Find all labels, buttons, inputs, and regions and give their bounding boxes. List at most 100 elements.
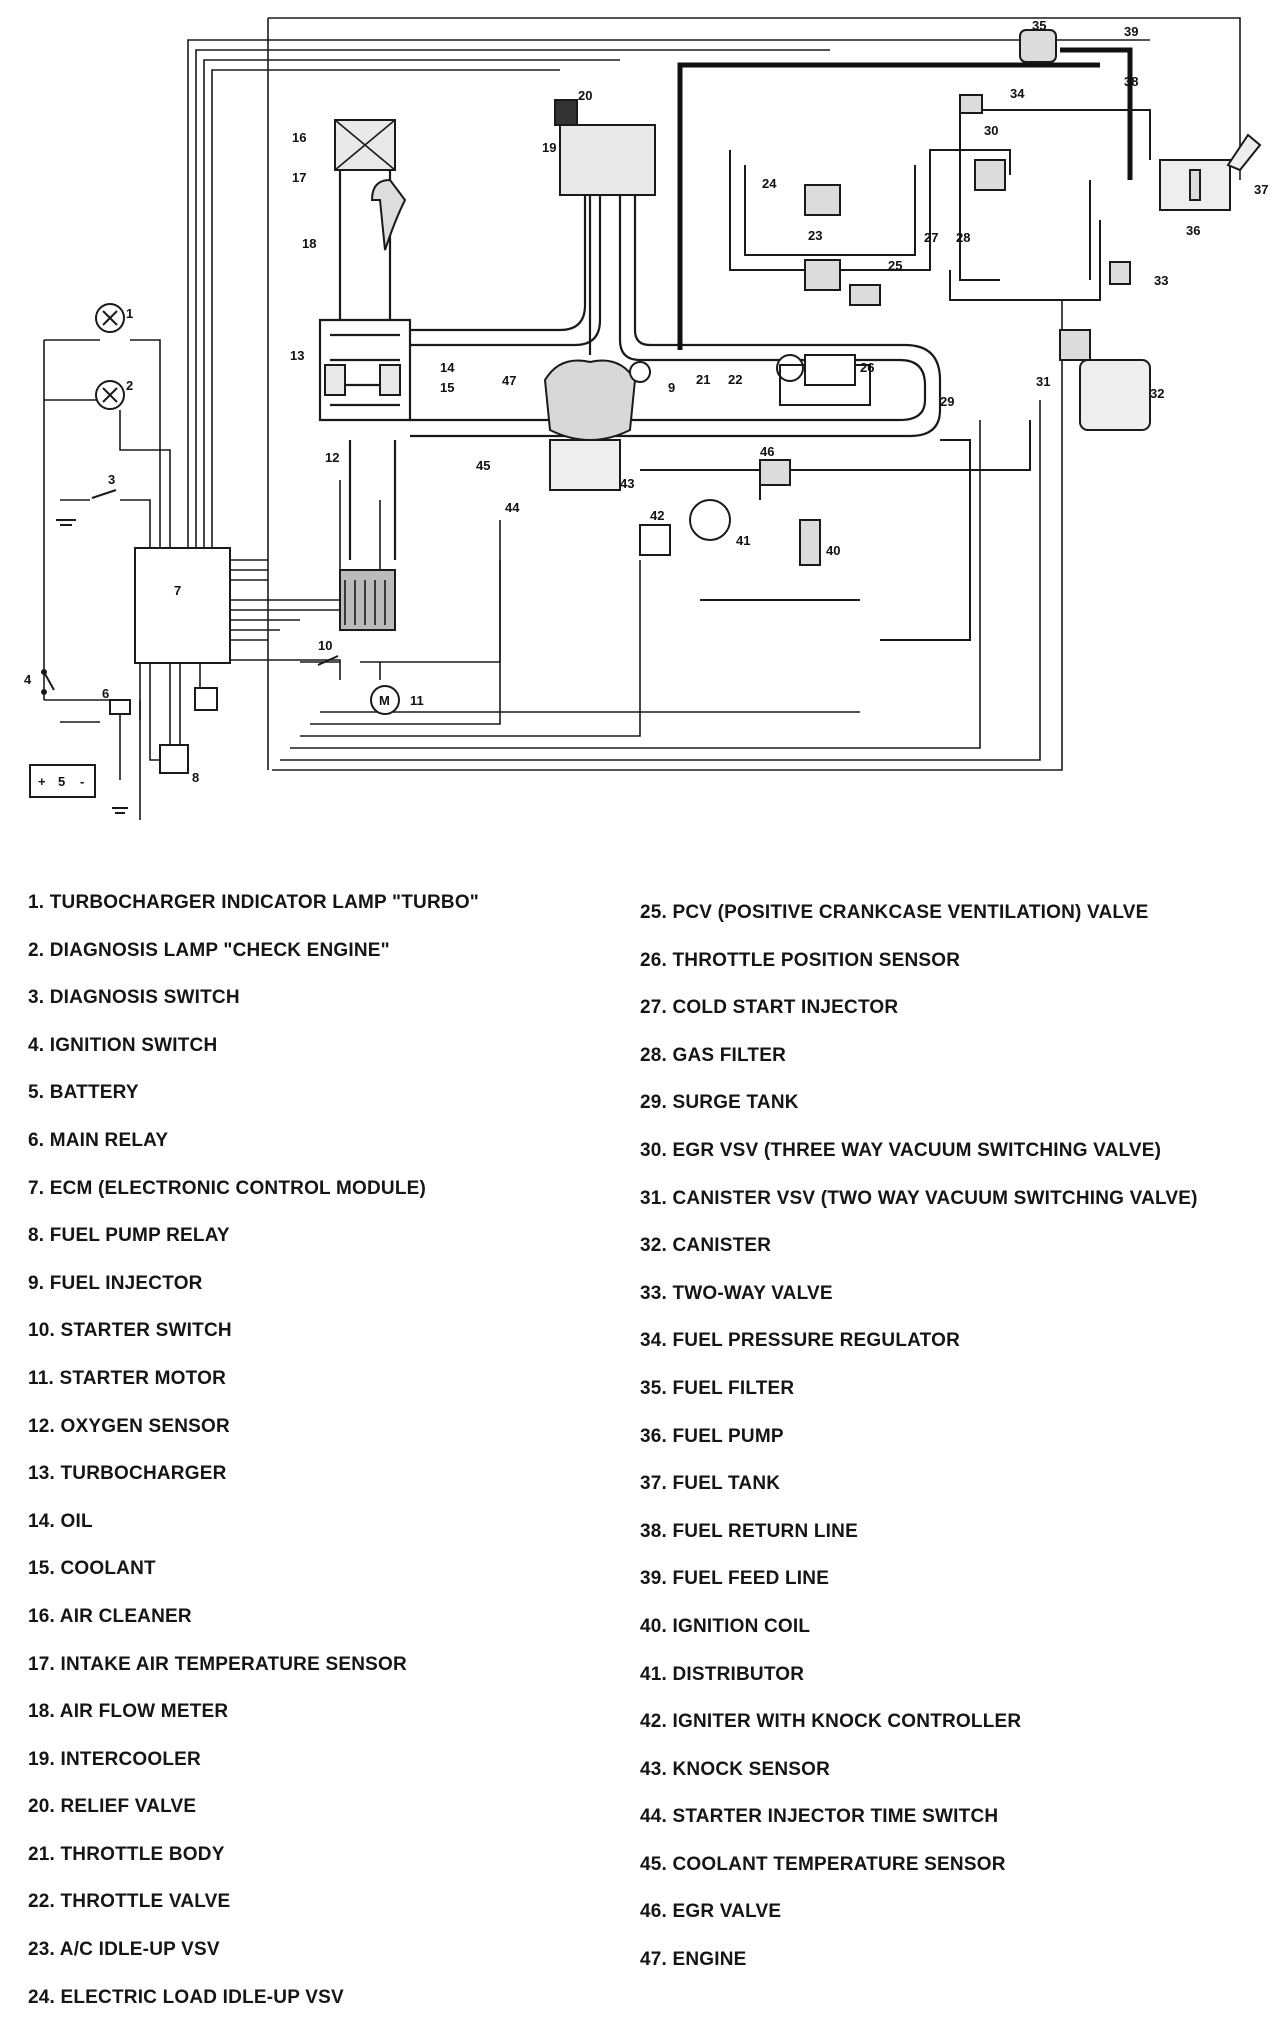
callout-25: 25 xyxy=(888,258,902,273)
legend-item: 31. CANISTER VSV (TWO WAY VACUUM SWITCHI… xyxy=(640,1187,1198,1209)
callout-18: 18 xyxy=(302,236,316,251)
legend-item: 5. BATTERY xyxy=(28,1082,139,1104)
callout-41: 41 xyxy=(736,533,750,548)
callout-44: 44 xyxy=(505,500,520,515)
legend-item: 15. COOLANT xyxy=(28,1558,156,1580)
legend-item: 42. IGNITER WITH KNOCK CONTROLLER xyxy=(640,1711,1022,1733)
callout-15: 15 xyxy=(440,380,454,395)
callout-35: 35 xyxy=(1032,18,1046,33)
callout-47: 47 xyxy=(502,373,516,388)
legend-item: 6. MAIN RELAY xyxy=(28,1129,169,1151)
legend-item: 20. RELIEF VALVE xyxy=(28,1796,197,1818)
legend-item: 39. FUEL FEED LINE xyxy=(640,1568,830,1590)
legend-item: 7. ECM (ELECTRONIC CONTROL MODULE) xyxy=(28,1177,427,1199)
engine-system-schematic: + - M 1 2 3 4 5 6 7 8 9 10 11 12 13 14 1… xyxy=(24,17,1268,820)
component-legend-left: 1. TURBOCHARGER INDICATOR LAMP "TURBO" 2… xyxy=(28,892,628,2034)
callout-6: 6 xyxy=(102,686,109,701)
legend-item: 47. ENGINE xyxy=(640,1949,747,1971)
legend-item: 29. SURGE TANK xyxy=(640,1092,799,1114)
legend-item: 12. OXYGEN SENSOR xyxy=(28,1415,230,1437)
callout-37: 37 xyxy=(1254,182,1268,197)
callout-3: 3 xyxy=(108,472,115,487)
callout-43: 43 xyxy=(620,476,634,491)
legend-item: 38. FUEL RETURN LINE xyxy=(640,1520,858,1542)
callout-33: 33 xyxy=(1154,273,1168,288)
legend-item: 46. EGR VALVE xyxy=(640,1901,782,1923)
callout-32: 32 xyxy=(1150,386,1164,401)
legend-item: 23. A/C IDLE-UP VSV xyxy=(28,1939,220,1961)
legend-item: 2. DIAGNOSIS LAMP "CHECK ENGINE" xyxy=(28,939,390,961)
callout-22: 22 xyxy=(728,372,742,387)
legend-item: 13. TURBOCHARGER xyxy=(28,1463,227,1485)
legend-item: 18. AIR FLOW METER xyxy=(28,1701,229,1723)
callout-19: 19 xyxy=(542,140,556,155)
legend-item: 21. THROTTLE BODY xyxy=(28,1843,225,1865)
legend-item: 34. FUEL PRESSURE REGULATOR xyxy=(640,1330,961,1352)
legend-item: 35. FUEL FILTER xyxy=(640,1377,795,1399)
legend-item: 30. EGR VSV (THREE WAY VACUUM SWITCHING … xyxy=(640,1139,1162,1161)
callout-34: 34 xyxy=(1010,86,1025,101)
callout-8: 8 xyxy=(192,770,199,785)
callout-40: 40 xyxy=(826,543,840,558)
legend-item: 3. DIAGNOSIS SWITCH xyxy=(28,987,240,1009)
callout-23: 23 xyxy=(808,228,822,243)
legend-item: 14. OIL xyxy=(28,1510,93,1532)
legend-item: 44. STARTER INJECTOR TIME SWITCH xyxy=(640,1806,999,1828)
battery-minus-symbol: - xyxy=(80,774,84,789)
callout-42: 42 xyxy=(650,508,664,523)
legend-item: 43. KNOCK SENSOR xyxy=(640,1758,831,1780)
legend-item: 37. FUEL TANK xyxy=(640,1473,781,1495)
callout-12: 12 xyxy=(325,450,339,465)
legend-item: 41. DISTRIBUTOR xyxy=(640,1663,805,1685)
callout-31: 31 xyxy=(1036,374,1050,389)
callout-5: 5 xyxy=(58,774,65,789)
legend-item: 1. TURBOCHARGER INDICATOR LAMP "TURBO" xyxy=(28,892,480,913)
legend-item: 17. INTAKE AIR TEMPERATURE SENSOR xyxy=(28,1653,407,1675)
legend-item: 28. GAS FILTER xyxy=(640,1044,787,1066)
callout-14: 14 xyxy=(440,360,455,375)
component-legend-right: 25. PCV (POSITIVE CRANKCASE VENTILATION)… xyxy=(640,902,1270,1997)
legend-item: 16. AIR CLEANER xyxy=(28,1605,192,1627)
legend-item: 40. IGNITION COIL xyxy=(640,1615,811,1637)
callout-30: 30 xyxy=(984,123,998,138)
legend-item: 9. FUEL INJECTOR xyxy=(28,1272,203,1294)
legend-item: 8. FUEL PUMP RELAY xyxy=(28,1225,230,1247)
callout-39: 39 xyxy=(1124,24,1138,39)
legend-item: 19. INTERCOOLER xyxy=(28,1748,201,1770)
callout-36: 36 xyxy=(1186,223,1200,238)
legend-item: 24. ELECTRIC LOAD IDLE-UP VSV xyxy=(28,1986,344,2008)
legend-item: 4. IGNITION SWITCH xyxy=(28,1034,218,1056)
legend-item: 33. TWO-WAY VALVE xyxy=(640,1282,833,1304)
legend-item: 45. COOLANT TEMPERATURE SENSOR xyxy=(640,1853,1006,1875)
callout-28: 28 xyxy=(956,230,970,245)
callout-1: 1 xyxy=(126,306,133,321)
callout-13: 13 xyxy=(290,348,304,363)
callout-27: 27 xyxy=(924,230,938,245)
callout-29: 29 xyxy=(940,394,954,409)
legend-item: 32. CANISTER xyxy=(640,1235,772,1257)
legend-item: 10. STARTER SWITCH xyxy=(28,1320,232,1342)
starter-motor-symbol: M xyxy=(379,693,390,708)
callout-11: 11 xyxy=(410,693,424,708)
legend-item: 22. THROTTLE VALVE xyxy=(28,1891,231,1913)
callout-45: 45 xyxy=(476,458,490,473)
callout-26: 26 xyxy=(860,360,874,375)
legend-item: 36. FUEL PUMP xyxy=(640,1425,784,1447)
battery-plus-symbol: + xyxy=(38,774,46,789)
callout-2: 2 xyxy=(126,378,133,393)
callout-38: 38 xyxy=(1124,74,1138,89)
legend-item: 26. THROTTLE POSITION SENSOR xyxy=(640,949,961,971)
callout-46: 46 xyxy=(760,444,774,459)
callout-10: 10 xyxy=(318,638,332,653)
legend-item: 27. COLD START INJECTOR xyxy=(640,997,899,1019)
callout-20: 20 xyxy=(578,88,592,103)
callout-4: 4 xyxy=(24,672,32,687)
callout-24: 24 xyxy=(762,176,777,191)
callout-16: 16 xyxy=(292,130,306,145)
callout-7: 7 xyxy=(174,583,181,598)
callout-17: 17 xyxy=(292,170,306,185)
callout-21: 21 xyxy=(696,372,710,387)
legend-item: 11. STARTER MOTOR xyxy=(28,1367,227,1389)
callout-9: 9 xyxy=(668,380,675,395)
legend-item: 25. PCV (POSITIVE CRANKCASE VENTILATION)… xyxy=(640,902,1149,923)
